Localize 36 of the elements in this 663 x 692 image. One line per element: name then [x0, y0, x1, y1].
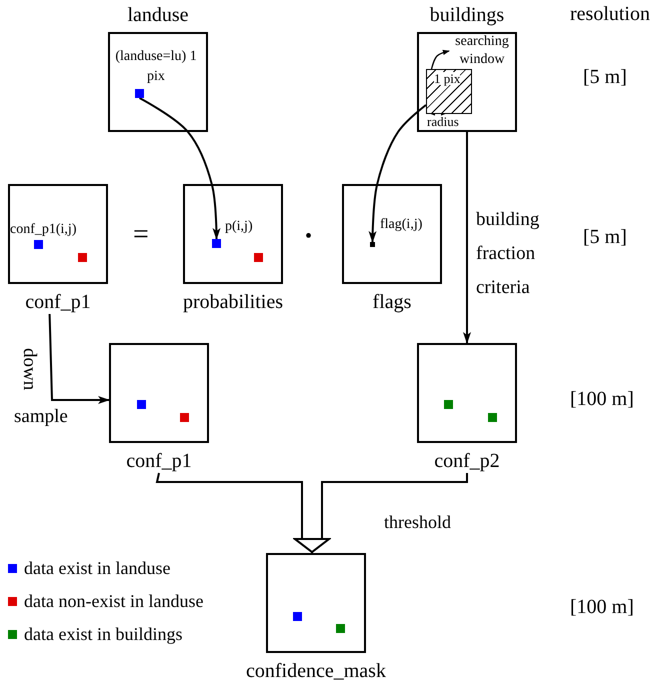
process-label: sample [14, 406, 68, 428]
resolution-label: [5 m] [583, 66, 627, 89]
pixel-marker [212, 239, 221, 248]
resolution-label: [100 m] [570, 596, 634, 619]
pixel-marker [370, 242, 375, 247]
panel-title: buildings [428, 4, 506, 27]
arrow [139, 97, 220, 240]
panel-title: landuse [126, 4, 190, 27]
legend-label: data non-exist in landuse [24, 591, 204, 612]
process-label: down [18, 348, 40, 390]
window-label: searching window [454, 33, 510, 68]
arrow [368, 104, 427, 243]
pixel-label: (landuse=lu) 1 pix [115, 48, 197, 86]
merge-arrow [294, 473, 468, 553]
radius-label: radius [427, 115, 459, 130]
pixel-marker [135, 89, 144, 98]
cell-label: p(i,j) [225, 219, 253, 236]
resolution-label: [100 m] [570, 388, 634, 411]
panel-caption: conf_p2 [433, 450, 501, 473]
arrow [48, 314, 110, 404]
resolution-label: [5 m] [583, 226, 627, 249]
arrow [463, 132, 471, 344]
arrow [430, 50, 450, 70]
panel-caption: conf_p1 [125, 450, 193, 473]
legend-label: data exist in buildings [24, 624, 182, 645]
panel-caption: conf_p1 [24, 291, 92, 314]
panel-caption: flags [372, 291, 412, 314]
panel-caption: probabilities [182, 291, 284, 314]
panel-caption: confidence_mask [245, 660, 387, 683]
cell-label: conf_p1(i,j) [10, 222, 76, 238]
column-heading: resolution [570, 3, 650, 26]
equals-sign: = [133, 219, 149, 252]
cell-label: flag(i,j) [380, 217, 422, 234]
multiply-sign: • [305, 225, 312, 248]
pixel-label: 1 pix [434, 72, 460, 85]
legend-label: data exist in landuse [24, 558, 170, 579]
